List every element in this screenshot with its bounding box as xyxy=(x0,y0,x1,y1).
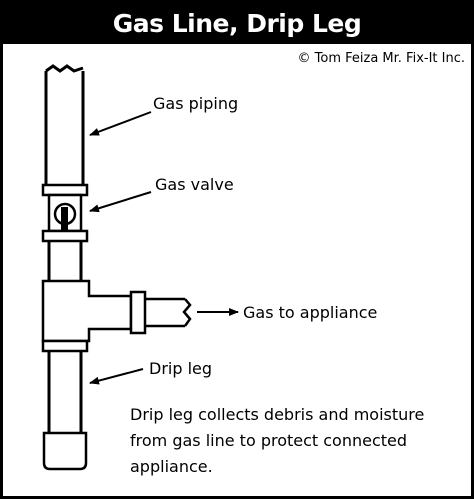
drip-leg-explanation: Drip leg collects debris and moisture fr… xyxy=(130,405,425,476)
drip-leg-coupling xyxy=(41,339,89,353)
drip-leg-arrow xyxy=(89,368,144,385)
drip-leg-cap xyxy=(42,431,88,471)
gas-valve-handle xyxy=(61,207,68,235)
appliance-branch-pipe xyxy=(145,297,192,328)
branch-coupling xyxy=(129,290,147,335)
tee-fitting xyxy=(41,279,133,343)
valve-upper-coupling xyxy=(41,183,89,197)
gas-valve-label: Gas valve xyxy=(155,175,234,194)
gas-to-appliance-label: Gas to appliance xyxy=(243,303,378,322)
gas-piping-arrow xyxy=(89,111,152,136)
gas-piping-label: Gas piping xyxy=(153,94,239,113)
upper-gas-pipe xyxy=(44,64,85,185)
drip-leg-diagram xyxy=(41,64,239,471)
gas-valve-arrow xyxy=(89,191,152,213)
drip-leg-label: Drip leg xyxy=(149,359,213,378)
copyright-credit: © Tom Feiza Mr. Fix-It Inc. xyxy=(297,51,466,66)
valve-lower-coupling xyxy=(41,229,89,243)
diagram-title: Gas Line, Drip Leg xyxy=(3,3,471,44)
